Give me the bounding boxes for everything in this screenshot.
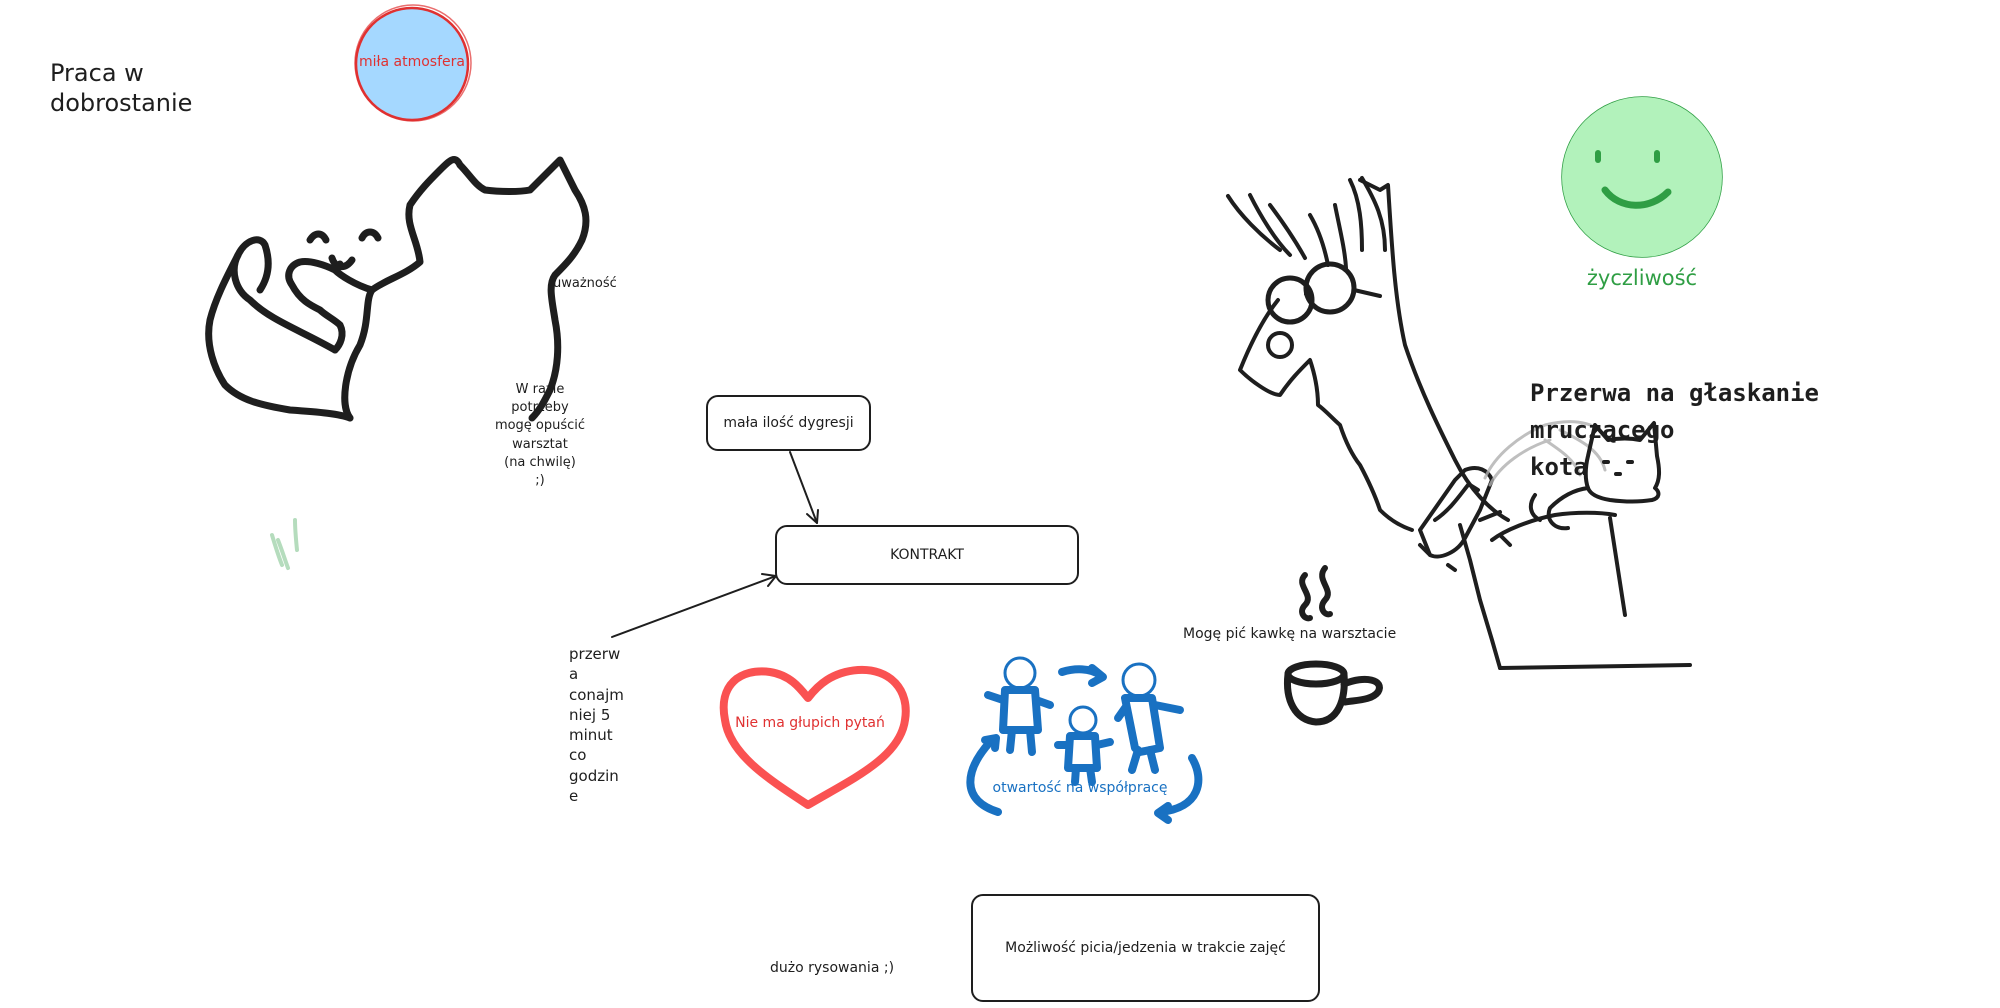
leave-note: W razie potrzeby mogę opuścić warsztat (… (494, 382, 586, 488)
small-cat-doodle (1528, 421, 1662, 531)
atmosphere-circle (354, 4, 472, 122)
digressions-box[interactable]: mała ilość dygresji (706, 395, 871, 451)
coffee-cup (1283, 660, 1383, 726)
breaks-note: przerw a conajm niej 5 minut co godzin e (569, 645, 624, 805)
cat-doodle (205, 156, 590, 422)
smiley-face (1561, 96, 1723, 258)
cat-break-note: Przerwa na głaskanie mruczącego kota (1530, 379, 1819, 482)
contract-box[interactable]: KONTRAKT (775, 525, 1079, 585)
digressions-box-label: mała ilość dygresji (723, 415, 854, 431)
no-stupid-questions-label: Nie ma głupich pytań (735, 715, 885, 731)
arrow-breaks-to-contract (611, 573, 777, 638)
attention-label: uważność (553, 276, 617, 291)
atmosphere-label: miła atmosfera (359, 54, 465, 70)
eating-box[interactable]: Możliwość picia/jedzenia w trakcie zajęć (971, 894, 1320, 1002)
openness-label: otwartość na współpracę (992, 780, 1168, 796)
kindness-label: życzliwość (1586, 266, 1698, 290)
arrow-digressions-to-contract (789, 451, 819, 524)
heart-shape (719, 665, 910, 809)
person-glasses-doodle (1226, 176, 1692, 670)
faint-arm-sketch (1483, 420, 1607, 487)
contract-box-label: KONTRAKT (890, 547, 964, 563)
green-smudge (270, 518, 299, 570)
title-text: Praca w dobrostanie (50, 59, 193, 117)
drawing-note: dużo rysowania ;) (770, 960, 895, 976)
eating-box-label: Możliwość picia/jedzenia w trakcie zajęć (1005, 940, 1286, 956)
collaboration-people-doodle (966, 656, 1203, 824)
coffee-steam (1299, 565, 1333, 622)
coffee-note: Mogę pić kawkę na warsztacie (1183, 626, 1397, 642)
